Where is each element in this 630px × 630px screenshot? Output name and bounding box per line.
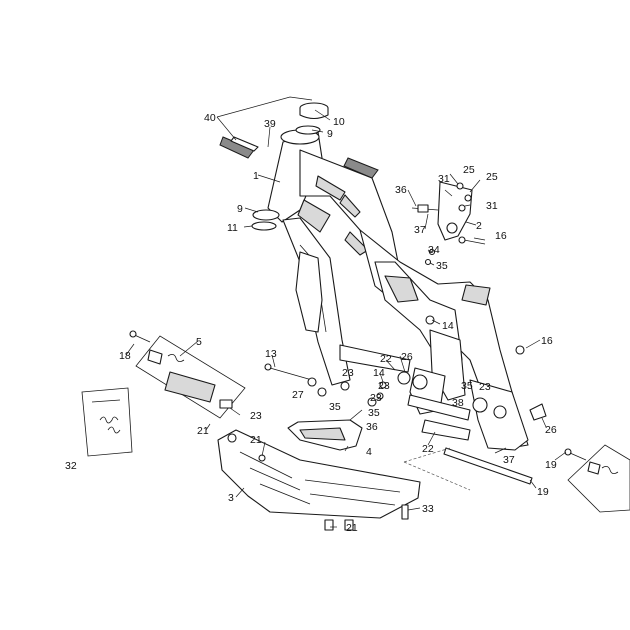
callout-31-right: 31	[486, 200, 498, 212]
callout-16-left: 14	[442, 320, 454, 332]
callout-23-d: 23	[250, 410, 262, 422]
leader-lines	[125, 96, 567, 528]
bracket-assembly	[411, 181, 486, 266]
callout-35-right: 35	[461, 380, 473, 392]
callout-34-bottom: 35	[436, 260, 448, 272]
skid-plate	[217, 429, 421, 519]
callout-36-top: 36	[395, 184, 407, 196]
callout-36-bottom: 37	[414, 224, 426, 236]
footpeg-right	[564, 444, 630, 513]
callout-labels: 40 10 39 9 1 9 11 25 25 31 36 31 2 37 16…	[65, 112, 557, 534]
callout-38: 38	[452, 397, 464, 409]
callout-33: 33	[422, 503, 434, 515]
callout-9-top: 9	[327, 128, 333, 140]
callout-26-right: 26	[545, 424, 557, 436]
callout-9-lower: 9	[237, 203, 243, 215]
spring-kit-card	[81, 387, 133, 457]
linkage-parts	[264, 315, 547, 531]
callout-21-b: 21	[250, 434, 262, 446]
callout-3: 3	[228, 492, 234, 504]
callout-26-left: 26	[401, 351, 413, 363]
callout-19-left: 18	[119, 350, 131, 362]
callout-13: 13	[265, 348, 277, 360]
callout-1: 1	[253, 170, 259, 182]
callout-22-top: 22	[380, 353, 392, 365]
callout-22-bottom: 22	[422, 443, 434, 455]
head-bearing-parts	[219, 102, 379, 231]
callout-35-c: 36	[366, 421, 378, 433]
callout-14: 14	[373, 367, 385, 379]
callout-11: 11	[227, 222, 238, 234]
callout-25-right: 25	[486, 171, 498, 183]
callout-32: 32	[65, 460, 77, 472]
frame-guard	[287, 409, 363, 451]
callout-39: 39	[264, 118, 276, 130]
callout-37: 37	[503, 454, 515, 466]
callout-34-top: 34	[428, 244, 440, 256]
callout-10: 10	[333, 116, 345, 128]
main-frame	[267, 129, 529, 451]
callout-23-right: 23	[479, 381, 491, 393]
callout-25-left: 25	[463, 164, 475, 176]
callout-19-right: 19	[545, 459, 557, 471]
callout-16-right: 16	[541, 335, 553, 347]
callout-21-c: 21	[346, 522, 358, 534]
callout-35-b: 35	[368, 407, 380, 419]
callout-40: 40	[204, 112, 216, 124]
callout-23-b: 23	[378, 380, 390, 392]
callout-27: 27	[292, 389, 304, 401]
footpeg-left	[129, 330, 246, 419]
callout-35-a: 35	[329, 401, 341, 413]
callout-2: 2	[476, 220, 482, 232]
callout-23-c: 23	[370, 392, 382, 404]
callout-31-left: 31	[438, 173, 450, 185]
callout-23-a: 23	[342, 367, 354, 379]
callout-18: 16	[495, 230, 507, 242]
callout-5: 5	[196, 336, 202, 348]
callout-21-a: 21	[197, 425, 209, 437]
callout-20: 19	[537, 486, 549, 498]
callout-4: 4	[366, 446, 372, 458]
